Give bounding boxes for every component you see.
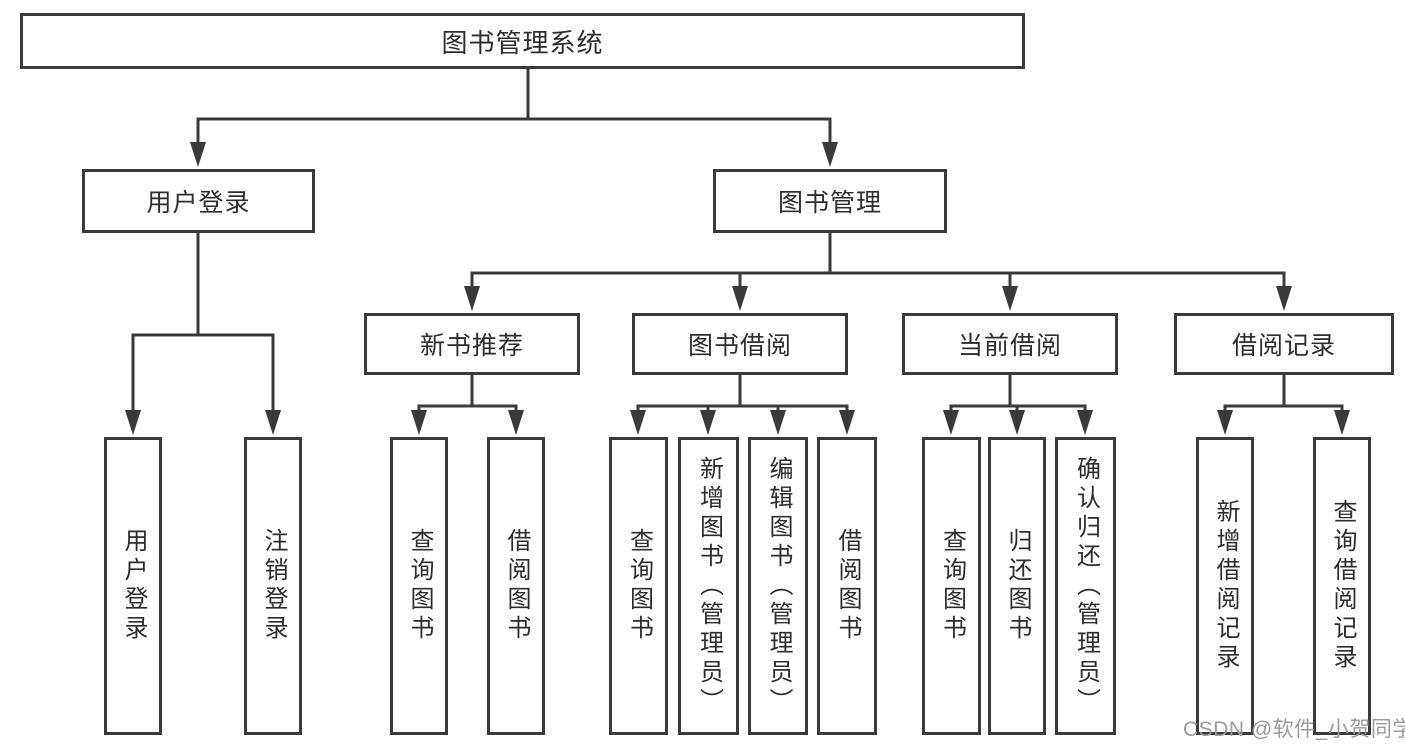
leaf-borrow-books-2: 借阅图书 [817,437,877,735]
node-borrowing-records-label: 借阅记录 [1231,332,1336,360]
leaf-user-login: 用户登录 [104,437,162,735]
arrowhead-icon [190,142,206,167]
leaf-query-books-3-label: 查询图书 [938,528,966,644]
leaf-query-books-1-label: 查询图书 [406,528,433,644]
leaf-add-borrow-record: 新增借阅记录 [1196,437,1254,735]
arrowhead-icon [1077,410,1093,435]
leaf-edit-books-admin-label: 编辑图书（管理员） [765,455,792,717]
arrowhead-icon [839,410,855,435]
node-current-borrowing-label: 当前借阅 [957,332,1062,360]
leaf-logout: 注销登录 [244,437,302,735]
node-book-management-label: 图书管理 [777,189,882,217]
watermark: CSDN @软件_小贺同学 [1183,718,1405,741]
arrowhead-icon [1334,410,1350,435]
arrowhead-icon [1002,286,1018,311]
leaf-return-books: 归还图书 [988,437,1046,735]
leaf-query-books-2-label: 查询图书 [625,528,653,644]
arrowhead-icon [822,142,838,167]
leaf-confirm-return-admin-label: 确认归还（管理员） [1072,455,1100,717]
leaf-edit-books-admin: 编辑图书（管理员） [748,437,808,735]
node-book-borrowing-label: 图书借阅 [687,332,792,360]
arrowhead-icon [265,410,281,435]
leaf-borrow-books-1-label: 借阅图书 [503,528,530,644]
node-system-root: 图书管理系统 [20,13,1025,69]
arrowhead-icon [411,410,427,435]
arrowhead-icon [943,410,959,435]
leaf-borrow-books-2-label: 借阅图书 [834,528,861,644]
leaf-borrow-books-1: 借阅图书 [487,437,545,735]
leaf-user-login-label: 用户登录 [120,528,147,644]
leaf-confirm-return-admin: 确认归还（管理员） [1055,437,1116,735]
arrowhead-icon [700,410,716,435]
arrowhead-icon [732,286,748,311]
node-new-book-recommend: 新书推荐 [364,313,580,375]
leaf-query-books-1: 查询图书 [390,437,448,735]
arrowhead-icon [125,410,141,435]
leaf-query-borrow-record: 查询借阅记录 [1313,437,1371,735]
node-system-root-label: 图书管理系统 [441,27,604,58]
branch-connector [411,373,524,435]
node-book-management: 图书管理 [713,169,947,233]
branch-connector [464,231,1292,311]
leaf-query-borrow-record-label: 查询借阅记录 [1329,499,1356,673]
arrowhead-icon [1276,286,1292,311]
node-borrowing-records: 借阅记录 [1174,313,1394,375]
leaf-add-borrow-record-label: 新增借阅记录 [1212,499,1239,673]
arrowhead-icon [508,410,524,435]
arrowhead-icon [770,410,786,435]
arrowhead-icon [464,286,480,311]
leaf-logout-label: 注销登录 [260,528,287,644]
node-book-borrowing: 图书借阅 [632,313,848,375]
branch-connector [1217,373,1350,435]
leaf-query-books-2: 查询图书 [609,437,668,735]
leaf-return-books-label: 归还图书 [1004,528,1031,644]
node-user-login: 用户登录 [82,169,315,233]
branch-connector [943,373,1093,435]
node-new-book-recommend-label: 新书推荐 [419,332,524,360]
branch-connector [125,231,281,435]
branch-connector [190,67,838,167]
node-current-borrowing: 当前借阅 [902,313,1118,375]
branch-connector [630,373,855,435]
leaf-add-books-admin: 新增图书（管理员） [678,437,739,735]
arrowhead-icon [1009,410,1025,435]
arrowhead-icon [630,410,646,435]
leaf-add-books-admin-label: 新增图书（管理员） [695,455,723,717]
node-user-login-label: 用户登录 [146,189,251,217]
arrowhead-icon [1217,410,1233,435]
leaf-query-books-3: 查询图书 [922,437,981,735]
